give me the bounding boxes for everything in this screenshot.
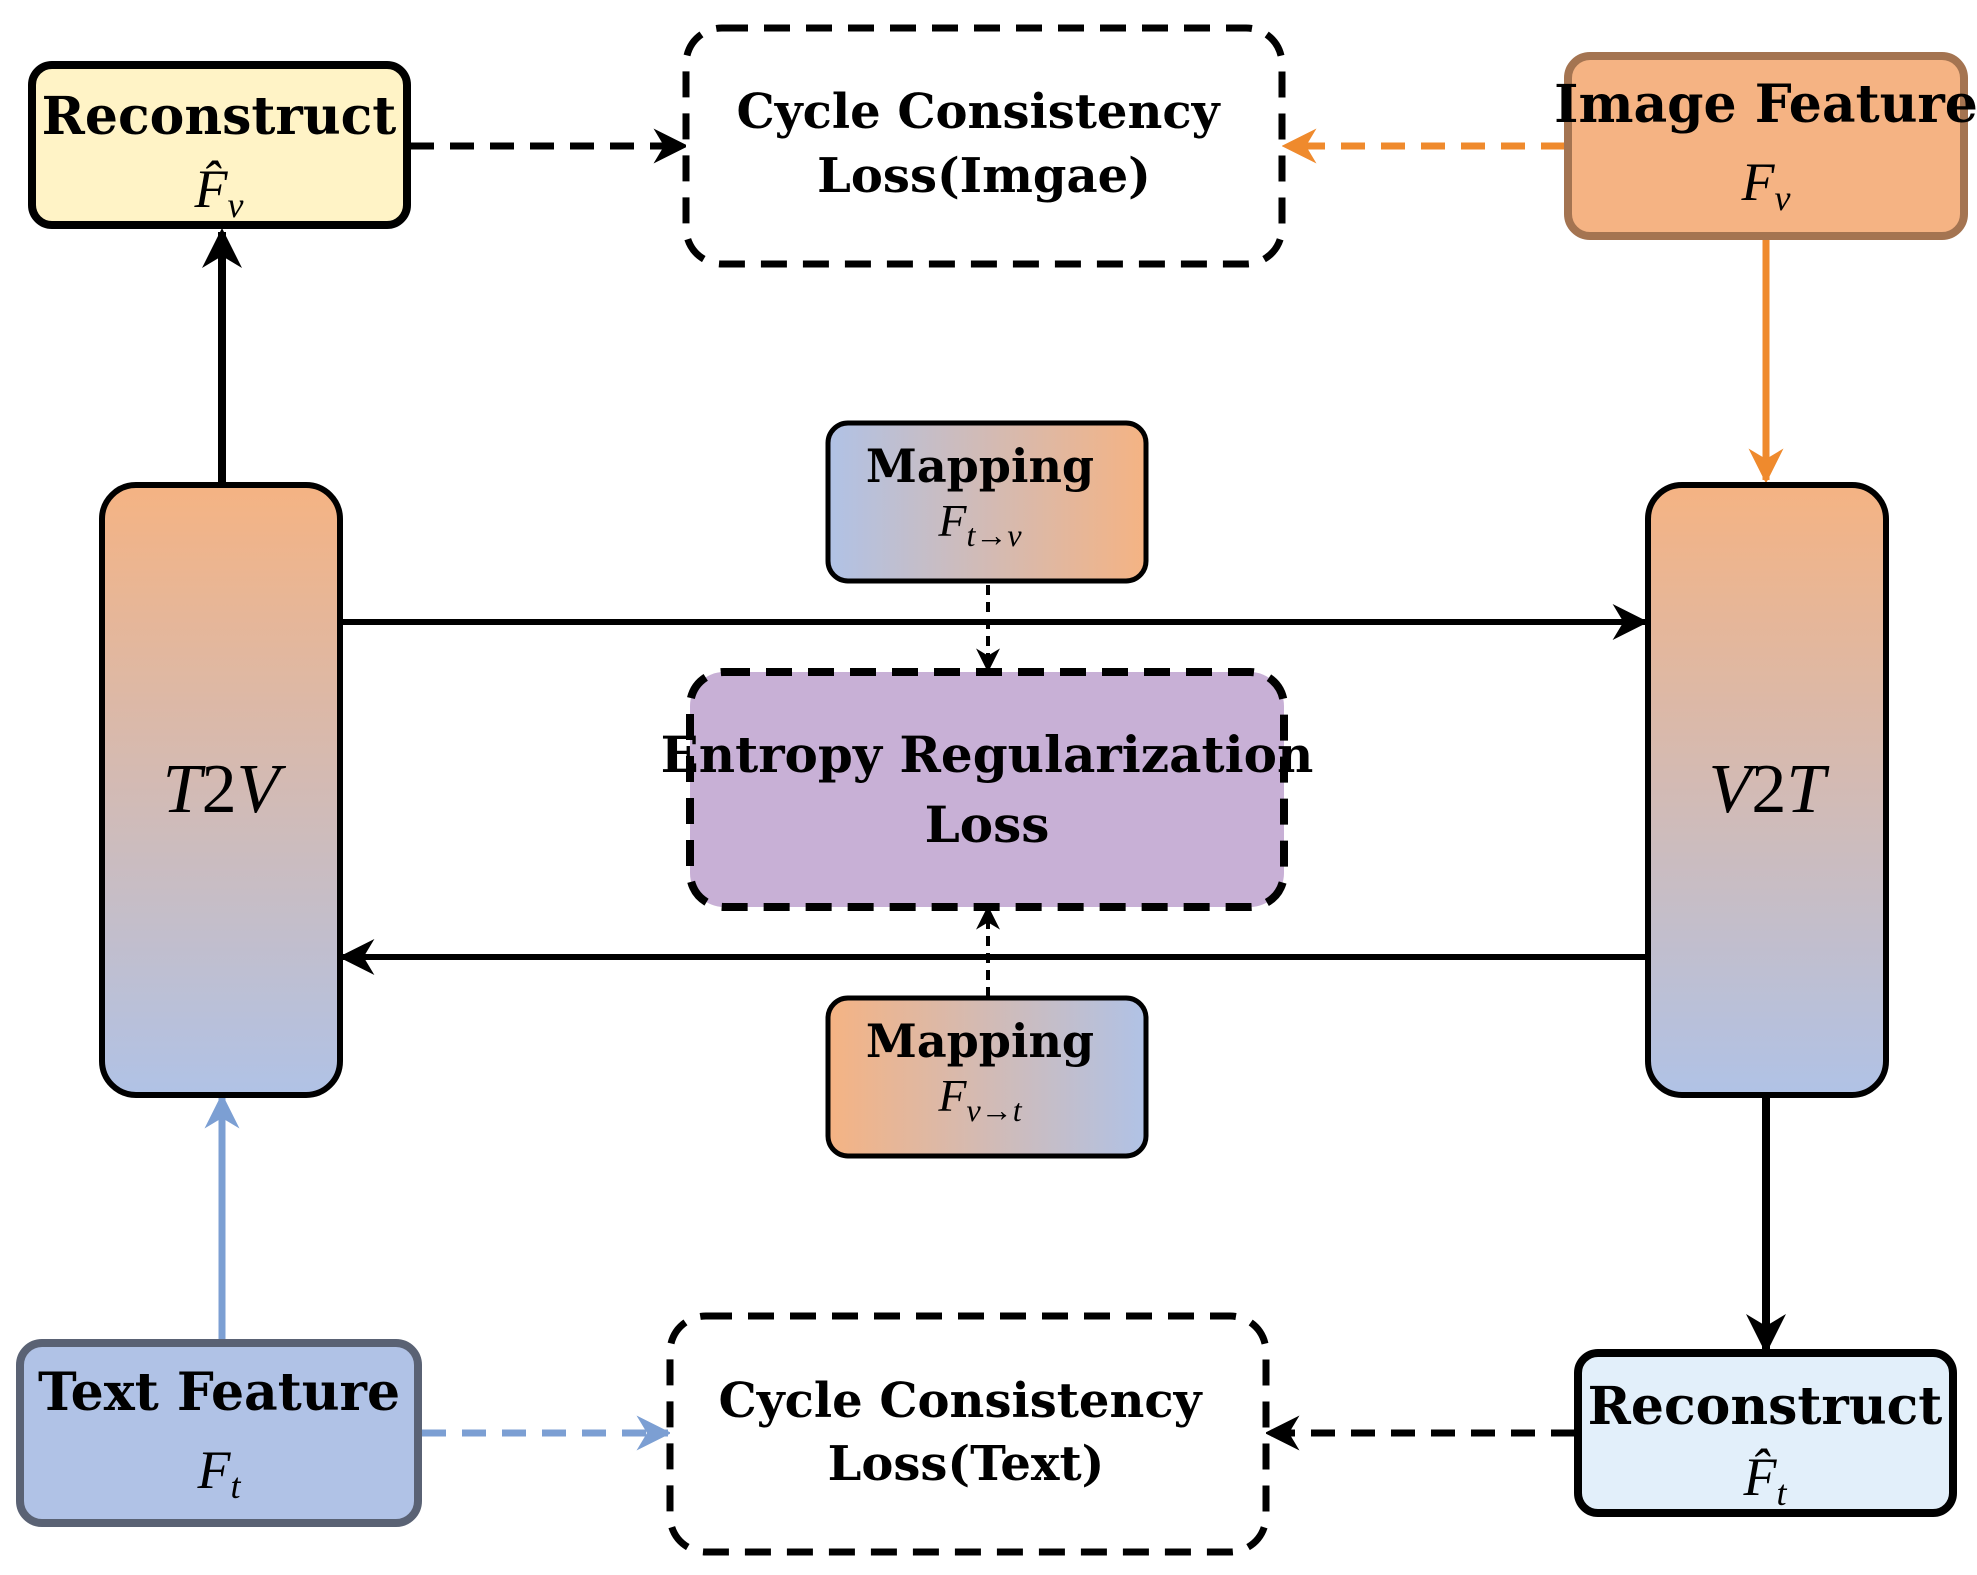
mapping-vt-title: Mapping (866, 1014, 1094, 1068)
node-text-feature: Text Feature Ft (16, 1339, 422, 1527)
node-t2v: T2V (99, 482, 343, 1098)
t2v-part-a: T (163, 751, 207, 828)
v2t-part-c: T (1786, 751, 1830, 828)
mapping-tv-symbol: F (937, 495, 967, 546)
reconstruct-t-title: Reconstruct (1588, 1376, 1943, 1437)
reconstruct-v-symbol: F̂ (194, 159, 229, 219)
svg-text:Ft→v: Ft→v (937, 495, 1022, 553)
mapping-vt-symbol: F (937, 1070, 967, 1121)
reconstruct-t-symbol: F̂ (1742, 1447, 1777, 1507)
svg-text:Ft: Ft (196, 1440, 241, 1506)
reconstruct-t-subscript: t (1776, 1473, 1787, 1513)
cycle-image-line2: Loss(Imgae) (817, 148, 1151, 204)
cycle-text-line1: Cycle Consistency (719, 1373, 1204, 1429)
t2v-part-b: 2 (202, 751, 237, 828)
v2t-part-a: V (1709, 751, 1759, 828)
node-entropy-loss: Entropy Regularization Loss (661, 668, 1314, 911)
mapping-tv-subscript: t→v (967, 517, 1023, 553)
node-v2t: V2T (1645, 482, 1889, 1098)
text-feature-title: Text Feature (38, 1362, 400, 1423)
entropy-line1: Entropy Regularization (661, 725, 1314, 784)
image-feature-title: Image Feature (1554, 74, 1977, 135)
entropy-line2: Loss (925, 795, 1050, 854)
node-cycle-loss-image: Cycle Consistency Loss(Imgae) (682, 24, 1286, 268)
image-feature-symbol: F (1741, 152, 1776, 212)
svg-text:Fv: Fv (1741, 152, 1791, 218)
mapping-tv-title: Mapping (866, 439, 1094, 493)
svg-text:F̂t: F̂t (1742, 1447, 1787, 1513)
connectors (202, 128, 1786, 1451)
reconstruct-v-title: Reconstruct (42, 86, 397, 147)
svg-text:T2V: T2V (163, 751, 287, 828)
node-cycle-loss-text: Cycle Consistency Loss(Text) (666, 1312, 1270, 1556)
node-reconstruct-t: Reconstruct F̂t (1574, 1349, 1957, 1517)
node-reconstruct-v: Reconstruct F̂v (28, 61, 411, 229)
image-feature-subscript: v (1775, 178, 1791, 218)
cycle-text-line2: Loss(Text) (828, 1436, 1105, 1492)
text-feature-symbol: F (196, 1440, 231, 1500)
text-feature-subscript: t (230, 1466, 241, 1506)
t2v-part-c: V (237, 751, 287, 828)
reconstruct-v-subscript: v (228, 185, 244, 225)
v2t-part-b: 2 (1751, 751, 1786, 828)
svg-text:V2T: V2T (1709, 751, 1831, 828)
svg-text:F̂v: F̂v (194, 159, 244, 225)
node-mapping-tv: Mapping Ft→v (825, 420, 1149, 584)
svg-text:Fv→t: Fv→t (937, 1070, 1022, 1128)
mapping-vt-subscript: v→t (967, 1092, 1023, 1128)
node-image-feature: Image Feature Fv (1554, 52, 1977, 240)
cycle-image-line1: Cycle Consistency (737, 84, 1222, 140)
node-mapping-vt: Mapping Fv→t (825, 995, 1149, 1159)
